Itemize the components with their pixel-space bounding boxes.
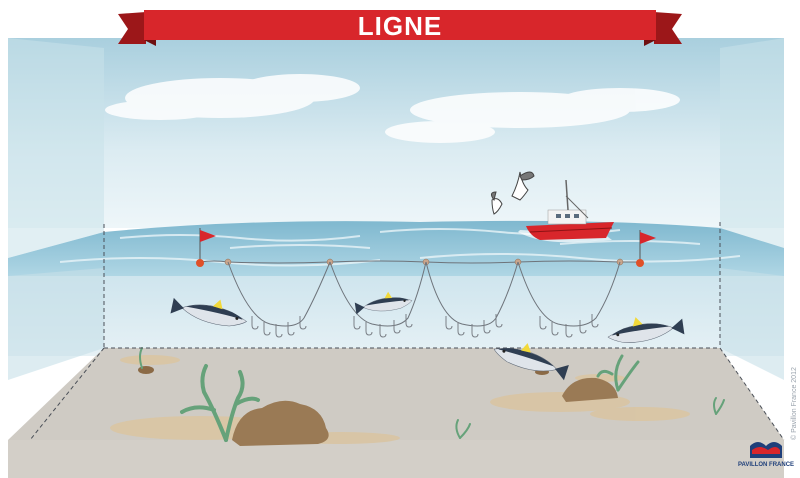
- page-title: LIGNE: [358, 11, 442, 41]
- water-left-wall: [8, 268, 104, 380]
- fish-icon: [607, 317, 685, 344]
- logo-text: PAVILLON FRANCE: [738, 462, 794, 468]
- rock-left: [232, 400, 329, 446]
- seaweed-icon: [596, 354, 640, 392]
- pebble-1: [138, 366, 154, 374]
- seaweed-icon: [139, 347, 725, 439]
- copyright-credit: © Pavillon France 2012: [790, 367, 798, 440]
- fish-icon: [354, 291, 413, 315]
- flag-icon: [196, 228, 216, 267]
- fish-icon: [493, 343, 569, 381]
- left-side-panel: [8, 38, 104, 258]
- fish-icon: [170, 297, 247, 327]
- dashed-box-lines: [29, 222, 785, 441]
- water: [8, 276, 784, 356]
- pavillon-france-logo: PAVILLON FRANCE: [738, 442, 794, 468]
- seaweed-icon: [180, 364, 260, 442]
- water-right-wall: [720, 268, 784, 380]
- title-banner: LIGNE: [118, 10, 682, 46]
- seagull-icon: [511, 171, 535, 201]
- right-side-panel: [720, 38, 784, 258]
- rock-right: [562, 377, 618, 402]
- seagull-icon: [490, 191, 503, 215]
- branch-lines: [227, 261, 621, 327]
- flag-icon: [636, 230, 656, 267]
- seabed-front: [8, 440, 784, 478]
- boat-icon: [518, 179, 614, 243]
- clouds: [105, 74, 680, 143]
